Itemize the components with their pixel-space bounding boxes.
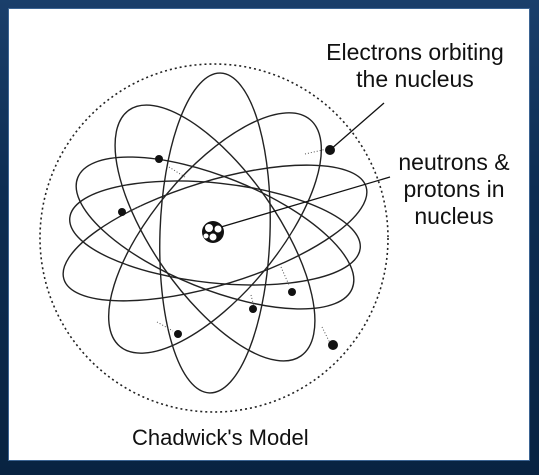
nucleus-pointer bbox=[220, 176, 391, 228]
orbit-4 bbox=[114, 104, 316, 362]
orbit-1 bbox=[62, 164, 368, 302]
electron-orbits bbox=[62, 72, 368, 394]
orbit-5 bbox=[159, 72, 271, 394]
diagram-title: Chadwick's Model bbox=[132, 425, 309, 450]
diagram-panel: Electrons orbiting the nucleus neutrons … bbox=[9, 9, 529, 460]
nucleus-label: neutrons & protons in nucleus bbox=[398, 149, 510, 229]
electrons-label: Electrons orbiting the nucleus bbox=[326, 39, 504, 92]
electron bbox=[321, 326, 338, 350]
atom-boundary bbox=[39, 63, 389, 413]
electron-pointer bbox=[329, 102, 385, 151]
electron bbox=[249, 294, 257, 313]
pointer-lines bbox=[220, 102, 391, 228]
nucleus bbox=[202, 221, 224, 243]
electron bbox=[156, 321, 182, 338]
electron bbox=[280, 266, 296, 296]
orbit-2 bbox=[75, 156, 355, 310]
electron bbox=[155, 155, 186, 178]
electron bbox=[118, 204, 144, 216]
orbit-6 bbox=[69, 180, 361, 286]
atom-diagram bbox=[39, 63, 391, 413]
orbit-3 bbox=[107, 112, 323, 354]
